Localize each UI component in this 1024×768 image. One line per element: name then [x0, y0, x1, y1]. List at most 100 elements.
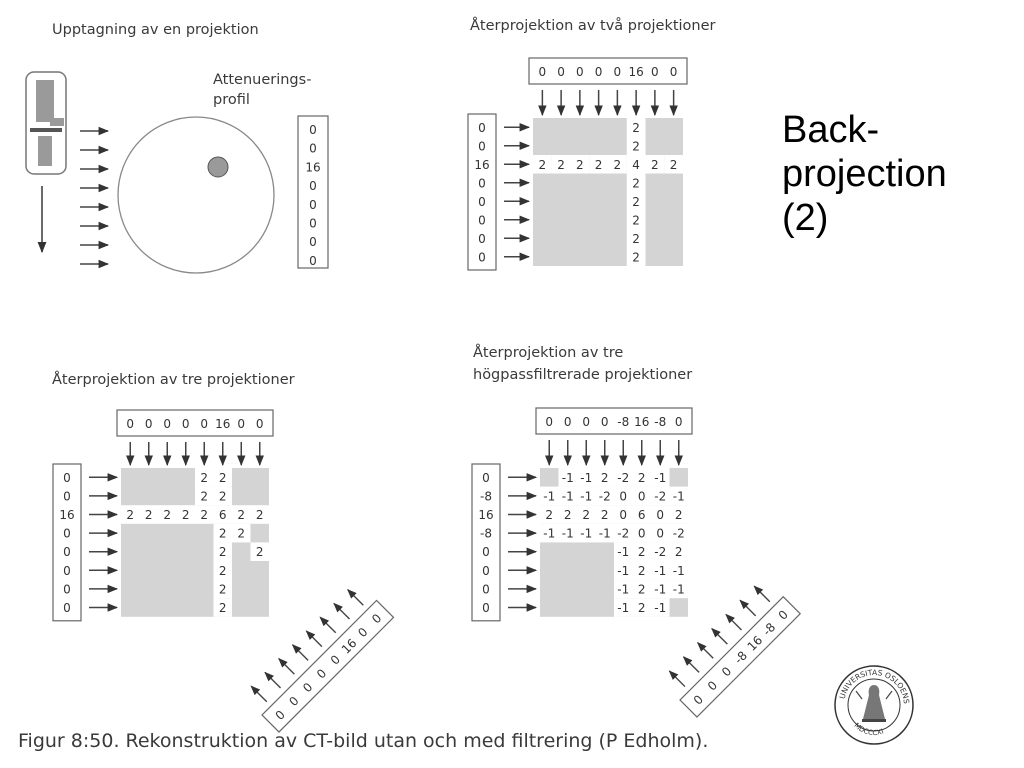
grid-cell: [626, 173, 646, 192]
left-projection-value: 0: [63, 527, 71, 541]
grid-cell: [595, 505, 614, 524]
top-projection-value: 0: [595, 65, 603, 79]
left-projection-value: 0: [482, 582, 490, 596]
panel-acquisition-title: Upptagning av en projektion: [52, 22, 259, 38]
grid-value: -2: [654, 489, 666, 503]
grid-cell: [595, 486, 614, 506]
figure-caption: Figur 8:50. Rekonstruktion av CT-bild ut…: [18, 730, 709, 752]
grid-cell: [632, 468, 651, 487]
top-projection-value: -8: [654, 415, 666, 429]
grid-value: -1: [580, 471, 592, 485]
grid-cell: [632, 542, 651, 561]
grid-cell: [232, 523, 251, 543]
grid-value: 2: [126, 508, 134, 522]
grid-cell: [632, 561, 651, 580]
grid-cell: [651, 542, 670, 561]
profile-value: 0: [309, 217, 317, 231]
grid-value: 2: [632, 121, 640, 135]
grid-value: 6: [219, 508, 227, 522]
top-projection-value: 16: [215, 417, 230, 431]
slide-title-line2: projection: [782, 153, 947, 195]
grid-cell: [577, 523, 596, 543]
diagonal-projection-box: [679, 595, 802, 718]
top-projection-box: [535, 407, 693, 435]
top-projection-value: 0: [651, 65, 659, 79]
grid-value: -1: [654, 564, 666, 578]
slide-title-line3: (2): [782, 197, 829, 239]
grid-cell: [626, 136, 646, 155]
grid-cell: [250, 542, 269, 561]
grid-value: 2: [632, 176, 640, 190]
grid-value: 4: [632, 158, 640, 172]
left-projection-value: 0: [478, 139, 486, 153]
grid-cell: [669, 579, 688, 599]
grid-cell: [614, 579, 633, 599]
grid-value: 0: [619, 489, 627, 503]
grid-value: -1: [654, 471, 666, 485]
projection-arrow: [711, 627, 728, 645]
grid-cell: [139, 505, 158, 524]
grid-value: 2: [632, 139, 640, 153]
grid-value: 2: [219, 489, 227, 503]
grid-value: 2: [638, 545, 646, 559]
top-projection-value: 0: [582, 415, 590, 429]
grid-value: 2: [219, 564, 227, 578]
grid-value: -1: [673, 489, 685, 503]
grid-cell: [651, 486, 670, 506]
grid-cell: [176, 505, 195, 524]
grid-value: -1: [673, 582, 685, 596]
grid-cell: [614, 486, 633, 506]
grid-cell: [540, 486, 559, 506]
grid-value: -1: [617, 601, 629, 615]
grid-value: 2: [632, 213, 640, 227]
grid-cell: [213, 523, 232, 543]
grid-value: -1: [562, 489, 574, 503]
grid-value: -1: [617, 582, 629, 596]
grid-cell: [558, 468, 577, 487]
grid-cell: [614, 523, 633, 543]
grid-cell: [213, 579, 232, 599]
grid-cell: [651, 505, 670, 524]
left-projection-value: 0: [63, 582, 71, 596]
grid-cell: [595, 468, 614, 487]
left-projection-value: 0: [482, 564, 490, 578]
grid-cell: [577, 486, 596, 506]
panel-two-title: Återprojektion av två projektioner: [470, 18, 716, 34]
grid-cell: [614, 598, 633, 617]
grid-cell: [632, 598, 651, 617]
grid-cell: [651, 561, 670, 580]
attenuation-label-line1: Attenuerings-: [213, 72, 312, 88]
grid-cell: [632, 523, 651, 543]
grid-value: 2: [545, 508, 553, 522]
grid-cell: [626, 229, 646, 248]
grid-value: 2: [539, 158, 547, 172]
grid-value: -1: [673, 564, 685, 578]
grid-value: 2: [601, 471, 609, 485]
grid-value: 2: [632, 250, 640, 264]
grid-cell: [577, 468, 596, 487]
xray-tube-icon: [25, 71, 67, 254]
grid-cell: [250, 505, 269, 524]
top-projection-value: -8: [617, 415, 629, 429]
projection-arrow: [291, 644, 309, 661]
top-projection-box: [528, 57, 688, 85]
grid-cell: [608, 155, 627, 174]
grid-cell: [632, 579, 651, 599]
left-projection-value: 0: [63, 489, 71, 503]
top-projection-value: 0: [237, 417, 245, 431]
grid-cell: [626, 155, 646, 174]
reconstruction-grid: [533, 118, 683, 266]
phantom-object: [207, 156, 229, 178]
grid-value: -1: [617, 564, 629, 578]
top-projection-value: 0: [675, 415, 683, 429]
grid-value: 2: [638, 582, 646, 596]
grid-value: 2: [163, 508, 171, 522]
left-projection-value: 0: [482, 601, 490, 615]
left-projection-value: 0: [63, 471, 71, 485]
diagonal-projection: 000-816-80: [668, 585, 802, 718]
profile-value: 16: [305, 160, 320, 174]
grid-value: -1: [562, 471, 574, 485]
